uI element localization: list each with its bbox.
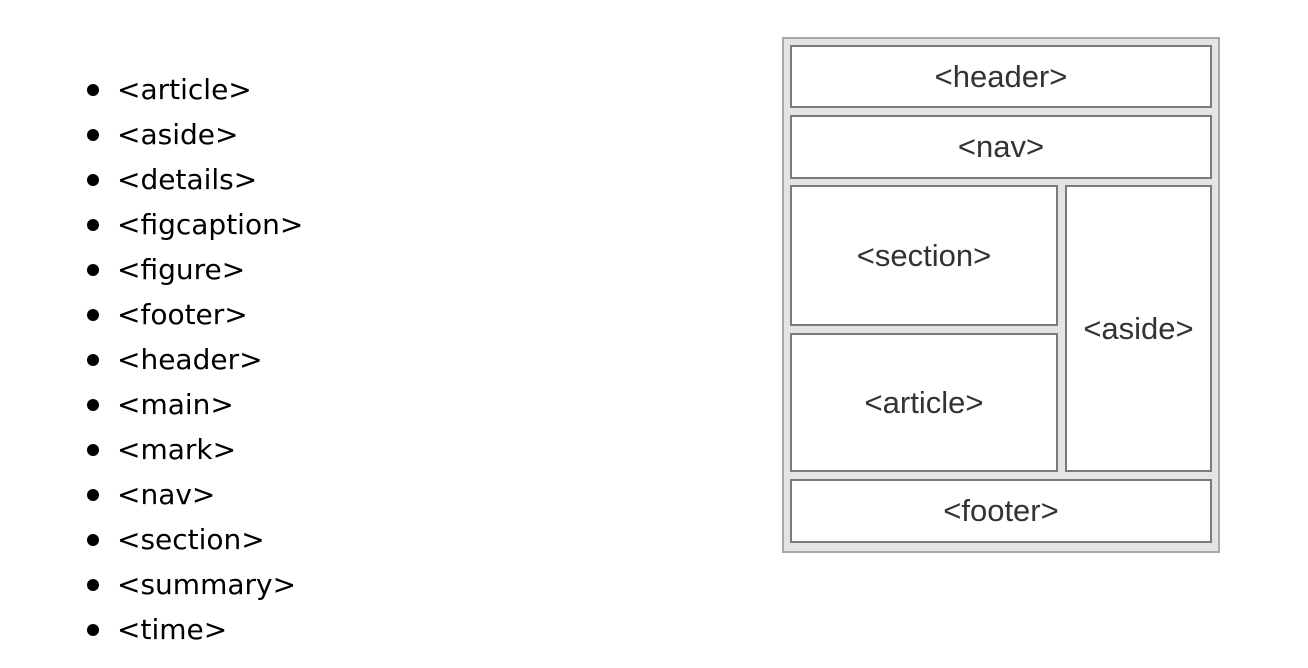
bullet-icon (87, 174, 99, 186)
list-item: <nav> (86, 474, 303, 519)
page-layout-diagram: <header> <nav> <section> <article> <asid… (782, 37, 1220, 553)
bullet-icon (87, 444, 99, 456)
list-item-label: <mark> (117, 433, 237, 466)
list-item-label: <nav> (117, 478, 216, 511)
article-region: <article> (790, 333, 1058, 472)
bullet-icon (87, 624, 99, 636)
list-item-label: <details> (117, 163, 258, 196)
list-item: <time> (86, 609, 303, 654)
bullet-icon (87, 399, 99, 411)
list-item-label: <figcaption> (117, 208, 304, 241)
semantic-elements-list: <article> <aside> <details> <figcaption>… (86, 69, 303, 654)
bullet-icon (87, 579, 99, 591)
bullet-icon (87, 489, 99, 501)
list-item: <article> (86, 69, 303, 114)
header-region: <header> (790, 45, 1212, 108)
list-item-label: <summary> (117, 568, 297, 601)
list-item: <figcaption> (86, 204, 303, 249)
bullet-icon (87, 84, 99, 96)
list-item-label: <time> (117, 613, 228, 646)
list-item-label: <main> (117, 388, 234, 421)
bullet-icon (87, 264, 99, 276)
list-item-label: <figure> (117, 253, 246, 286)
bullet-icon (87, 309, 99, 321)
aside-region: <aside> (1065, 185, 1212, 472)
list-item: <header> (86, 339, 303, 384)
list-item-label: <section> (117, 523, 265, 556)
footer-region: <footer> (790, 479, 1212, 543)
list-item: <aside> (86, 114, 303, 159)
bullet-icon (87, 354, 99, 366)
section-region: <section> (790, 185, 1058, 326)
bullet-icon (87, 219, 99, 231)
bullet-icon (87, 129, 99, 141)
list-item-label: <article> (117, 73, 252, 106)
bullet-icon (87, 534, 99, 546)
list-item: <footer> (86, 294, 303, 339)
list-item: <section> (86, 519, 303, 564)
nav-region: <nav> (790, 115, 1212, 179)
list-item: <mark> (86, 429, 303, 474)
list-item: <figure> (86, 249, 303, 294)
list-item-label: <footer> (117, 298, 248, 331)
list-item: <summary> (86, 564, 303, 609)
list-item-label: <header> (117, 343, 263, 376)
list-item-label: <aside> (117, 118, 239, 151)
list-item: <main> (86, 384, 303, 429)
list-item: <details> (86, 159, 303, 204)
